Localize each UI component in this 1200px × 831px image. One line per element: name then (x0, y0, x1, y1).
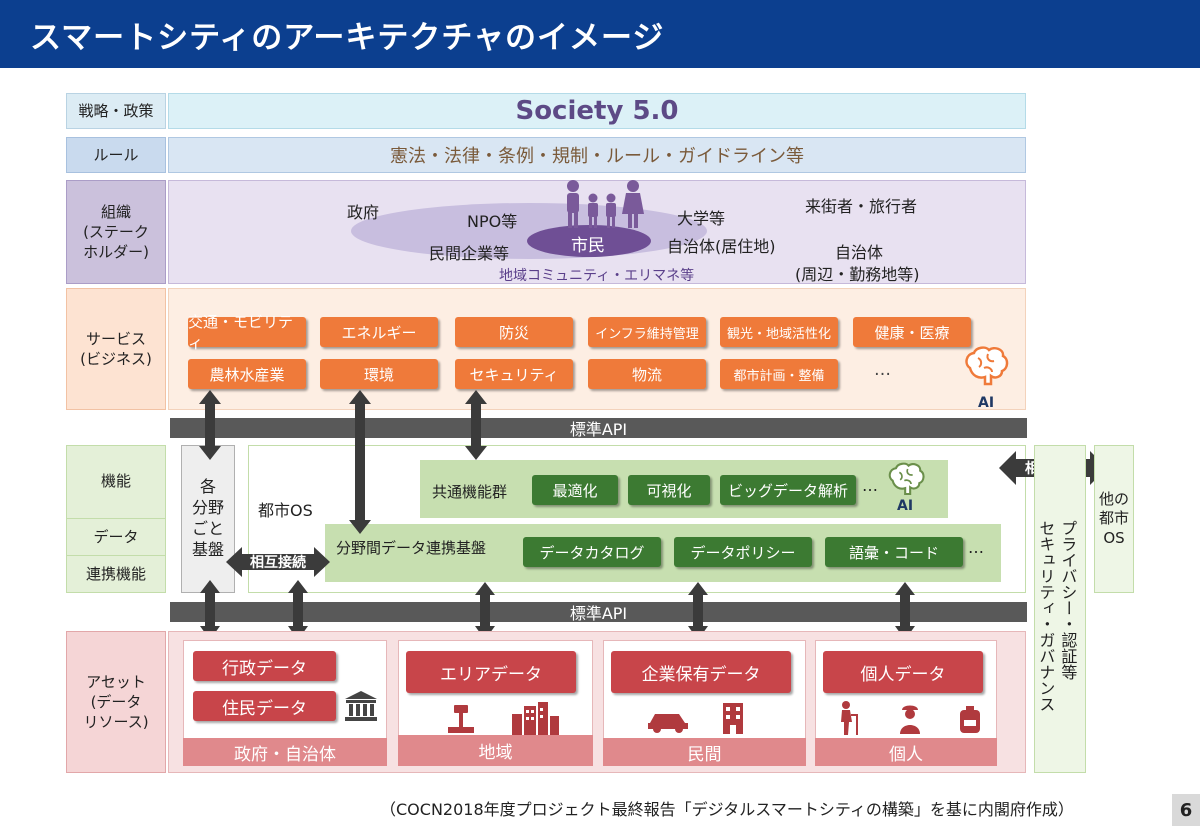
elderly-person-icon (841, 701, 858, 735)
org-citizen: 市民 (571, 236, 605, 256)
data-policy: データポリシー (674, 537, 812, 567)
vocabulary-code: 語彙・コード (825, 537, 963, 567)
privacy-text: プライバシー・認証等 (1058, 520, 1078, 680)
service-infra: インフラ維持管理 (588, 317, 706, 347)
camera-icon (448, 705, 474, 733)
org-local2-a: 自治体 (835, 243, 884, 262)
service-content (168, 288, 1026, 410)
function-labels (66, 445, 166, 593)
citizen-ellipse (527, 225, 651, 257)
service-health: 健康・医療 (853, 317, 971, 347)
rule-content: 憲法・法律・条例・規制・ルール・ガイドライン等 (168, 137, 1026, 173)
func-visualize: 可視化 (628, 475, 710, 505)
asset-footer-area: 地域 (398, 735, 593, 766)
buildings-icon (512, 702, 559, 736)
api-bar-bottom: 標準API (170, 602, 1027, 623)
security-text: セキュリティ・ガバナンス (1036, 520, 1056, 712)
asset-corporate-data: 企業保有データ (611, 651, 791, 693)
org-visitors: 来街者・旅行者 (805, 197, 918, 216)
data-catalog: データカタログ (523, 537, 661, 567)
service-energy: エネルギー (320, 317, 438, 347)
society-label: Society 5.0 (515, 96, 679, 126)
backpack-icon (960, 706, 980, 733)
asset-footer-private: 民間 (603, 738, 806, 766)
brain-icon (965, 346, 1009, 386)
asset-area-data: エリアデータ (406, 651, 576, 693)
stakeholder-ellipse (351, 203, 707, 259)
car-icon (648, 714, 688, 733)
org-content: 政府 NPO等 大学等 来街者・旅行者 民間企業等 市民 自治体(居住地) 自治… (168, 180, 1026, 284)
service-ai-label: AI (978, 395, 995, 411)
func-bigdata: ビッグデータ解析 (720, 475, 856, 505)
page-title: スマートシティのアーキテクチャのイメージ (30, 20, 665, 56)
org-univ: 大学等 (677, 209, 726, 228)
service-disaster: 防災 (455, 317, 573, 347)
common-ellipsis: … (862, 476, 878, 495)
family-icon (567, 180, 644, 228)
header-bar: スマートシティのアーキテクチャのイメージ (0, 0, 1200, 68)
data-platform-label: 分野間データ連携基盤 (336, 539, 487, 557)
row-label-org: 組織 (ステーク ホルダー) (66, 180, 166, 284)
org-private: 民間企業等 (429, 244, 510, 263)
api-bar-top: 標準API (170, 418, 1027, 439)
mutual-label-inner: 相互接続 (250, 555, 306, 571)
brain-icon-os (888, 462, 925, 496)
org-gov: 政府 (347, 203, 380, 222)
service-security: セキュリティ (455, 359, 573, 389)
service-transport: 交通・モビリティ (188, 313, 306, 352)
service-agri: 農林水産業 (188, 359, 306, 389)
source-note: （COCN2018年度プロジェクト最終報告「デジタルスマートシティの構築」を基に… (380, 800, 1074, 819)
asset-footer-personal: 個人 (815, 738, 997, 766)
os-ai-label: AI (897, 498, 914, 514)
row-label-asset: アセット (データ リソース) (66, 631, 166, 773)
strategy-content: Society 5.0 (168, 93, 1026, 129)
service-env: 環境 (320, 359, 438, 389)
org-local: 自治体(居住地) (667, 237, 776, 256)
other-city-os: 他の 都市 OS (1094, 445, 1134, 593)
city-os-label: 都市OS (258, 501, 313, 520)
func-optimize: 最適化 (532, 475, 618, 505)
row-label-strategy: 戦略・政策 (66, 93, 166, 129)
service-ellipsis: … (874, 360, 891, 380)
office-building-icon (723, 703, 743, 734)
org-local2-b: (周辺・勤務地等) (795, 265, 920, 284)
government-building-icon (345, 691, 377, 721)
page-number: 6 (1172, 794, 1200, 826)
org-npo: NPO等 (467, 212, 518, 231)
row-label-function: 機能 (66, 445, 166, 519)
row-label-link: 連携機能 (85, 565, 146, 584)
org-community: 地域コミュニティ・エリマネ等 (499, 268, 695, 284)
asset-resident-data: 住民データ (193, 691, 336, 721)
service-urban: 都市計画・整備 (720, 359, 838, 389)
privacy-column (1034, 445, 1086, 773)
service-tourism: 観光・地域活性化 (720, 317, 838, 347)
row-label-data: データ (66, 519, 166, 556)
rule-text: 憲法・法律・条例・規制・ルール・ガイドライン等 (390, 146, 804, 167)
data-platform-ellipsis: … (968, 538, 984, 557)
row-label-service: サービス (ビジネス) (66, 288, 166, 410)
asset-admin-data: 行政データ (193, 651, 336, 681)
asset-footer-gov: 政府・自治体 (183, 738, 387, 766)
worker-icon (900, 705, 920, 734)
row-label-rule: ルール (66, 137, 166, 173)
per-field-platform: 各 分野 ごと 基盤 (181, 445, 235, 593)
service-logistics: 物流 (588, 359, 706, 389)
common-functions-label: 共通機能群 (432, 483, 508, 501)
asset-personal-data: 個人データ (823, 651, 983, 693)
mutual-arrow-inner (226, 547, 330, 577)
